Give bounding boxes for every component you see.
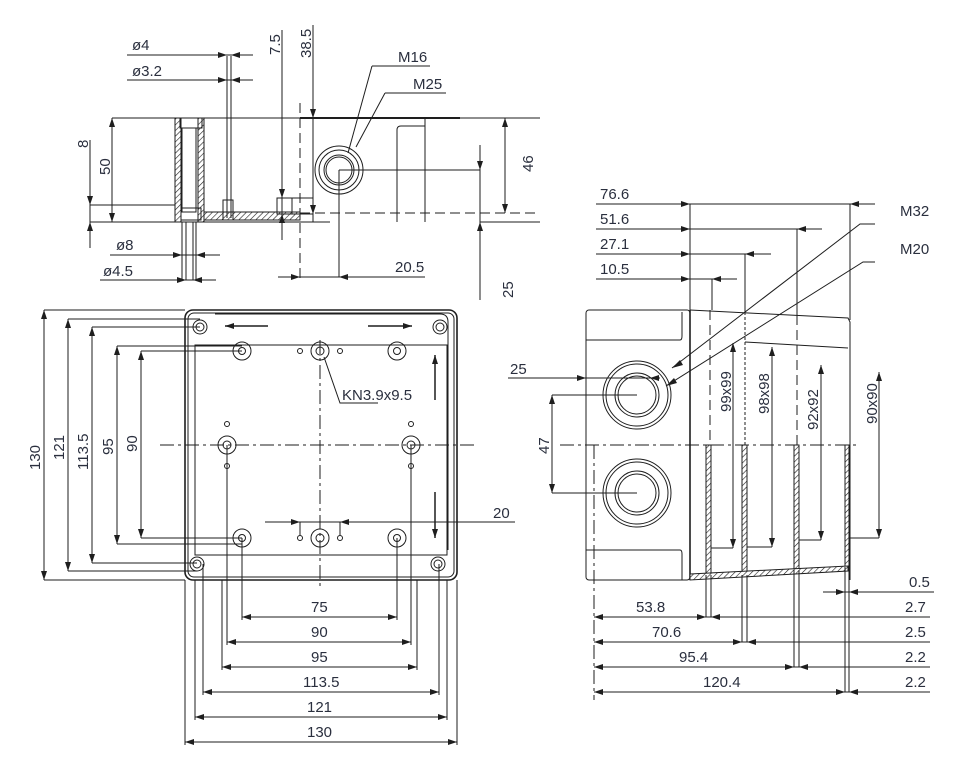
wall-0-5: 0.5: [909, 574, 930, 591]
dim-v-113-5: 113.5: [75, 434, 92, 470]
dim-25: 25: [500, 281, 517, 298]
dim-h-95: 95: [311, 649, 328, 666]
dim-dia-8: ø8: [116, 237, 134, 254]
dim-h-130: 130: [307, 724, 332, 741]
size-90x90: 90x90: [864, 383, 881, 424]
dim-v-90: 90: [124, 435, 141, 452]
dim-height-50: 50: [97, 158, 114, 175]
floor-section: [203, 211, 301, 221]
wall-2-2b: [844, 444, 850, 568]
thread-m16: M16: [398, 49, 427, 66]
wall-2-7-label: 2.7: [905, 599, 926, 616]
dim-51-6: 51.6: [600, 211, 629, 228]
screw-label: KN3.9x9.5: [342, 387, 412, 404]
wall-2-5-label: 2.5: [905, 624, 926, 641]
dim-7-5: 7.5: [267, 34, 284, 55]
side-view: 76.6 51.6 27.1 10.5 M32 M20 99x99 98x98 …: [508, 186, 934, 700]
dim-h-75: 75: [311, 599, 328, 616]
dim-76-6: 76.6: [600, 186, 629, 203]
thread-m25: M25: [413, 76, 442, 93]
thread-m20: M20: [900, 241, 929, 258]
wall-2-2a-label: 2.2: [905, 649, 926, 666]
dim-20-5: 20.5: [395, 259, 424, 276]
dim-dia-4: ø4: [132, 37, 150, 54]
dim-h-121: 121: [307, 699, 332, 716]
dim-v-121: 121: [51, 435, 68, 460]
dim-v-130: 130: [27, 445, 44, 470]
wall-section-right: [197, 117, 205, 223]
dim-46: 46: [520, 155, 537, 172]
dim-25-right: 25: [510, 361, 527, 378]
dim-53-8: 53.8: [636, 599, 665, 616]
dim-lid-8: 8: [75, 140, 92, 148]
size-99x99: 99x99: [718, 371, 735, 412]
dim-20: 20: [493, 505, 510, 522]
dim-70-6: 70.6: [652, 624, 681, 641]
top-view: 130 121 113.5 95 90 75 90 95 113.5 121 1…: [27, 309, 515, 745]
dim-dia-4-5: ø4.5: [103, 263, 133, 280]
wall-2-5: [741, 444, 748, 576]
wall-2-2a: [793, 444, 800, 571]
wall-2-7: [705, 444, 712, 576]
dim-10-5: 10.5: [600, 261, 629, 278]
dim-v-95: 95: [100, 438, 117, 455]
thread-m32: M32: [900, 203, 929, 220]
dim-27-1: 27.1: [600, 236, 629, 253]
size-98x98: 98x98: [756, 373, 773, 414]
side-section-view: ø4 ø3.2 ø8 ø4.5 8 50 7.5 38.5 25 20.5 46…: [75, 25, 540, 300]
dim-47: 47: [536, 437, 553, 454]
dim-95-4: 95.4: [679, 649, 708, 666]
wall-section-left: [174, 117, 182, 223]
dim-38-5: 38.5: [298, 29, 315, 58]
dim-h-113-5: 113.5: [303, 674, 339, 691]
wall-2-2b-label: 2.2: [905, 674, 926, 691]
floor-section-right: [689, 565, 849, 581]
dim-120-4: 120.4: [703, 674, 741, 691]
dim-h-90: 90: [311, 624, 328, 641]
dim-dia-3-2: ø3.2: [132, 63, 162, 80]
size-92x92: 92x92: [805, 389, 822, 430]
